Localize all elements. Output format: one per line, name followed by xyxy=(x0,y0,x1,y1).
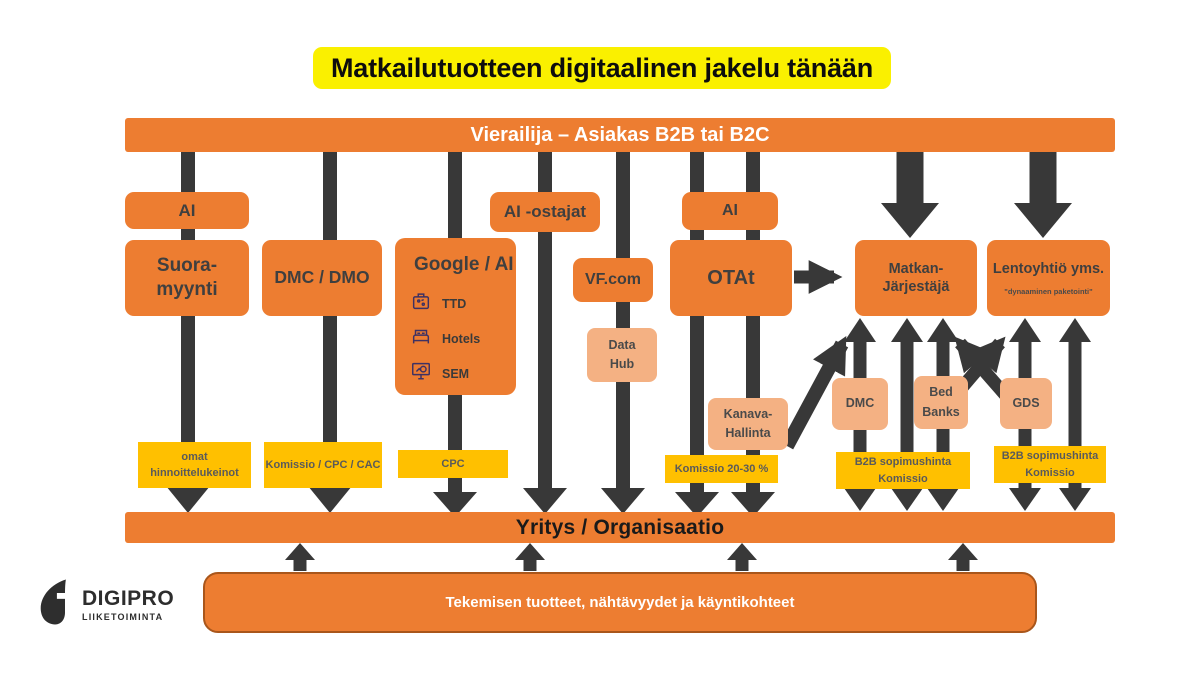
box-direct-sales: Suora- myynti xyxy=(125,240,249,316)
google-ai-title: Google / AI xyxy=(414,254,514,275)
label-b2b-contract-2: B2B sopimushinta Komissio xyxy=(994,446,1106,483)
label-b2b-contract-1: B2B sopimushinta Komissio xyxy=(836,452,970,489)
box-dmc-small: DMC xyxy=(832,378,888,430)
label-commission-cpc-cac: Komissio / CPC / CAC xyxy=(264,442,382,488)
box-channel-management: Kanava- Hallinta xyxy=(708,398,788,450)
google-item-sem: SEM xyxy=(410,360,516,387)
airline-note: "dynaaminen paketointi" xyxy=(1004,286,1093,296)
google-item-ttd: TTD xyxy=(410,290,516,317)
monitor-icon xyxy=(410,360,432,387)
box-ai-ota: AI xyxy=(682,192,778,230)
digipro-logo: DIGIPRO LIIKETOIMINTA xyxy=(38,578,174,631)
airline-label: Lentoyhtiö yms. xyxy=(992,260,1105,277)
suitcase-icon xyxy=(410,290,432,317)
logo-subtitle: LIIKETOIMINTA xyxy=(82,611,164,622)
box-bed-banks: Bed Banks xyxy=(914,376,968,429)
google-item-label: Hotels xyxy=(442,331,481,346)
google-item-hotels: Hotels xyxy=(410,325,516,352)
box-airline: Lentoyhtiö yms. "dynaaminen paketointi" xyxy=(987,240,1110,316)
box-tour-operator: Matkan- Järjestäjä xyxy=(855,240,977,316)
google-item-label: TTD xyxy=(442,296,467,311)
label-own-pricing: omat hinnoittelukeinot xyxy=(138,442,251,488)
box-data-hub: Data Hub xyxy=(587,328,657,382)
google-item-label: SEM xyxy=(442,366,470,381)
page-title: Matkailutuotteen digitaalinen jakelu tän… xyxy=(313,47,891,89)
company-bar: Yritys / Organisaatio xyxy=(125,512,1115,543)
box-ota: OTAt xyxy=(670,240,792,316)
digipro-logo-text: DIGIPRO LIIKETOIMINTA xyxy=(82,588,174,622)
visitor-bar: Vierailija – Asiakas B2B tai B2C xyxy=(125,118,1115,152)
logo-name: DIGIPRO xyxy=(82,586,175,610)
box-ai-buyers: AI -ostajat xyxy=(490,192,600,232)
label-commission-20-30: Komissio 20-30 % xyxy=(665,455,778,483)
label-cpc: CPC xyxy=(398,450,508,478)
box-vf-com: VF.com xyxy=(573,258,653,302)
box-dmc-dmo: DMC / DMO xyxy=(262,240,382,316)
box-gds: GDS xyxy=(1000,378,1052,429)
box-ai-direct: AI xyxy=(125,192,249,229)
bed-icon xyxy=(410,325,432,352)
digipro-logo-icon xyxy=(38,578,74,631)
products-box: Tekemisen tuotteet, nähtävyydet ja käynt… xyxy=(203,572,1037,633)
box-google-ai: Google / AI TTD Hotels xyxy=(395,238,516,395)
